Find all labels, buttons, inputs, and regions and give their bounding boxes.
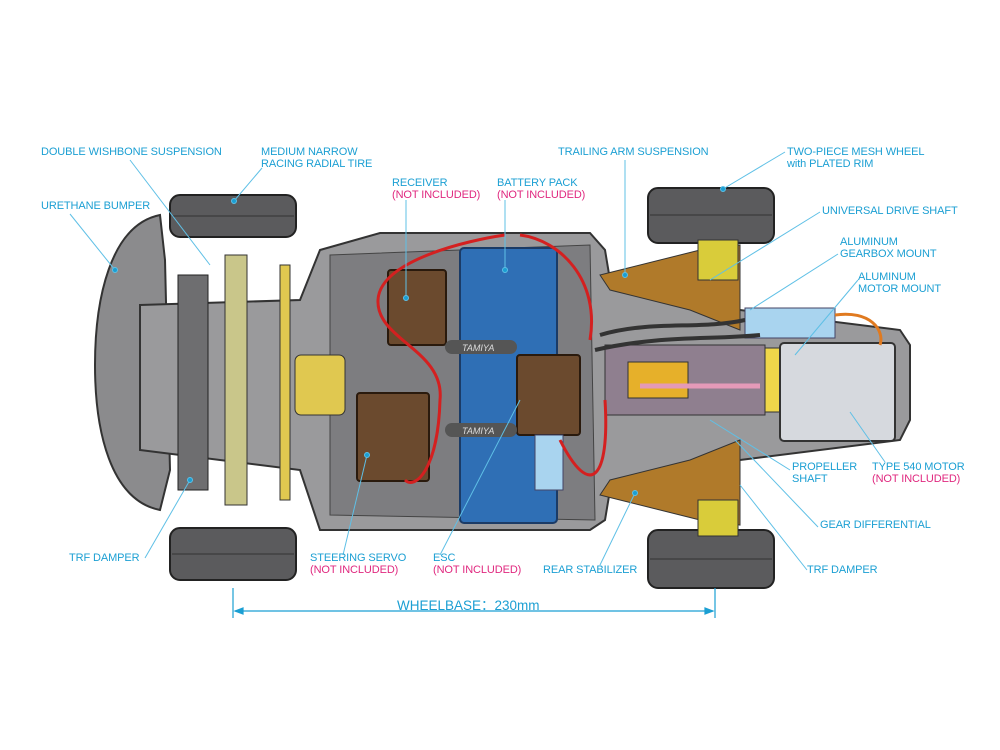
esc bbox=[516, 354, 581, 436]
label-motor: TYPE 540 MOTOR(NOT INCLUDED) bbox=[872, 461, 965, 485]
label-esc: ESC(NOT INCLUDED) bbox=[433, 552, 522, 576]
steering-servo bbox=[356, 392, 430, 482]
label-double-wishbone: DOUBLE WISHBONE SUSPENSION bbox=[41, 146, 222, 158]
wheelbase-label: WHEELBASE：230mm bbox=[397, 598, 540, 613]
label-rear-stabilizer: REAR STABILIZER bbox=[543, 564, 638, 576]
label-gear-diff: GEAR DIFFERENTIAL bbox=[820, 519, 931, 531]
label-drive-shaft: UNIVERSAL DRIVE SHAFT bbox=[822, 205, 958, 217]
front-left-tire bbox=[169, 194, 297, 238]
label-steering-servo: STEERING SERVO(NOT INCLUDED) bbox=[310, 552, 407, 576]
receiver bbox=[387, 269, 447, 346]
leader-lines bbox=[69, 151, 886, 571]
label-trf-damper-front: TRF DAMPER bbox=[69, 552, 140, 564]
rear-right-tire bbox=[647, 529, 775, 589]
label-battery: BATTERY PACK(NOT INCLUDED) bbox=[497, 177, 586, 201]
front-dampers bbox=[177, 274, 209, 491]
front-right-tire bbox=[169, 527, 297, 581]
label-bumper: URETHANE BUMPER bbox=[41, 200, 151, 212]
tamiya-logo: TAMIYA bbox=[462, 343, 494, 353]
motor bbox=[779, 342, 896, 442]
label-trailing-arm: TRAILING ARM SUSPENSION bbox=[558, 146, 709, 158]
wheelbase-dimension bbox=[232, 588, 716, 618]
rear-left-tire bbox=[647, 187, 775, 244]
label-receiver: RECEIVER(NOT INCLUDED) bbox=[392, 177, 481, 201]
label-trf-damper-rear: TRF DAMPER bbox=[807, 564, 878, 576]
tamiya-logo: TAMIYA bbox=[462, 426, 494, 436]
